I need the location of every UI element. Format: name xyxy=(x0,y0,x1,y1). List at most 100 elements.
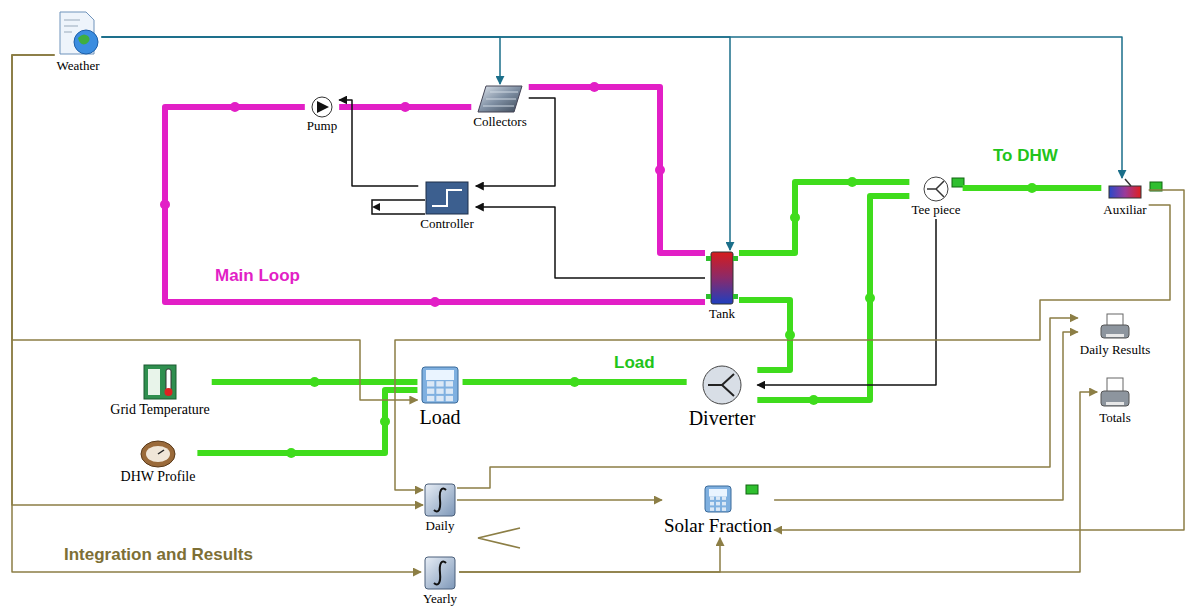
bus-fork xyxy=(478,528,520,548)
icon-part xyxy=(924,177,948,201)
loop-arrow xyxy=(372,203,380,211)
component-label: Collectors xyxy=(471,114,528,131)
connector xyxy=(459,392,1097,572)
pipe-dot xyxy=(380,417,390,427)
component-icon xyxy=(705,250,739,306)
decoration xyxy=(372,178,1162,548)
component-icon xyxy=(1099,312,1131,342)
pipe-dot xyxy=(230,102,240,112)
component-icon xyxy=(423,555,457,591)
icon-part xyxy=(708,374,734,396)
pipe-dot xyxy=(286,448,296,458)
component-label: Weather xyxy=(55,58,102,75)
component-icon xyxy=(423,482,457,518)
component-block: Daily xyxy=(423,482,457,535)
component-block: Collectors xyxy=(471,84,528,131)
component-block: Weather xyxy=(55,10,102,75)
icon-part xyxy=(711,252,733,304)
icon-part xyxy=(1109,186,1141,198)
icon-part xyxy=(722,496,726,500)
component-icon xyxy=(1099,376,1131,410)
component-block: Load xyxy=(417,365,462,430)
component-icon xyxy=(140,440,176,468)
section-label: Integration and Results xyxy=(64,545,253,565)
icon-part xyxy=(927,181,944,197)
output-tag xyxy=(952,178,964,187)
icon-part xyxy=(74,30,98,54)
component-block: Controller xyxy=(418,180,475,233)
icon-part xyxy=(705,486,731,512)
component-icon xyxy=(476,84,524,114)
icon-part xyxy=(422,367,458,403)
connector xyxy=(12,55,417,400)
component-block: Grid Temperature xyxy=(108,363,211,419)
icon-part xyxy=(706,294,711,299)
icon-part xyxy=(1106,334,1124,337)
icon-part xyxy=(703,366,741,404)
component-block: Pump xyxy=(305,96,339,135)
connector xyxy=(459,538,720,572)
section-label: To DHW xyxy=(993,146,1058,166)
component-icon xyxy=(703,484,733,514)
connector xyxy=(165,107,705,302)
icon-part xyxy=(436,389,443,394)
icon-part xyxy=(148,369,160,395)
component-block: Solar Fraction xyxy=(662,484,774,538)
icon-part xyxy=(434,561,446,584)
icon-part xyxy=(158,450,164,454)
icon-part xyxy=(164,388,172,396)
icon-part xyxy=(710,496,714,500)
component-block: Daily Results xyxy=(1078,312,1152,359)
component-label: Grid Temperature xyxy=(108,401,211,419)
icon-part xyxy=(1101,325,1129,338)
icon-part xyxy=(716,496,720,500)
icon-part xyxy=(425,484,455,516)
connector xyxy=(339,100,418,186)
icon-part xyxy=(427,381,434,386)
component-label: Diverter xyxy=(687,406,758,431)
icon-part xyxy=(312,97,332,117)
component-icon xyxy=(1105,178,1145,202)
connector xyxy=(101,37,1122,178)
component-label: Controller xyxy=(418,216,475,233)
component-icon xyxy=(424,180,470,216)
component-icon xyxy=(142,363,178,401)
section-label: Load xyxy=(614,353,655,373)
icon-part xyxy=(722,507,726,511)
pipe-dot xyxy=(589,82,599,92)
connector xyxy=(12,55,423,505)
connector xyxy=(457,318,1078,488)
icon-part xyxy=(1125,179,1131,186)
connector xyxy=(739,300,790,370)
icon-part xyxy=(733,256,738,261)
icon-part xyxy=(478,86,522,112)
pipe-dot xyxy=(809,395,819,405)
pipe-dot xyxy=(785,330,795,340)
component-icon xyxy=(420,365,460,405)
connector xyxy=(395,205,1170,490)
component-label: Tee piece xyxy=(909,202,962,219)
section-label: Main Loop xyxy=(215,266,300,286)
icon-part xyxy=(166,369,171,391)
component-label: Solar Fraction xyxy=(662,514,774,538)
component-label: Daily xyxy=(424,518,457,535)
connector xyxy=(101,37,730,250)
pipe-dot xyxy=(310,377,320,387)
icon-part xyxy=(710,507,714,511)
connector xyxy=(739,182,909,253)
icon-part xyxy=(144,365,176,399)
component-icon xyxy=(56,10,100,58)
pipe-dot xyxy=(400,102,410,112)
icon-part xyxy=(432,190,462,206)
connector xyxy=(757,196,909,400)
icon-part xyxy=(483,92,518,106)
icon-part xyxy=(716,502,720,506)
controller-loop xyxy=(372,200,425,214)
component-block: Tee piece xyxy=(909,176,962,219)
pipe-dot xyxy=(1027,183,1037,193)
component-block: Auxiliar xyxy=(1101,178,1148,219)
component-label: Totals xyxy=(1097,410,1133,427)
icon-part xyxy=(722,502,726,506)
